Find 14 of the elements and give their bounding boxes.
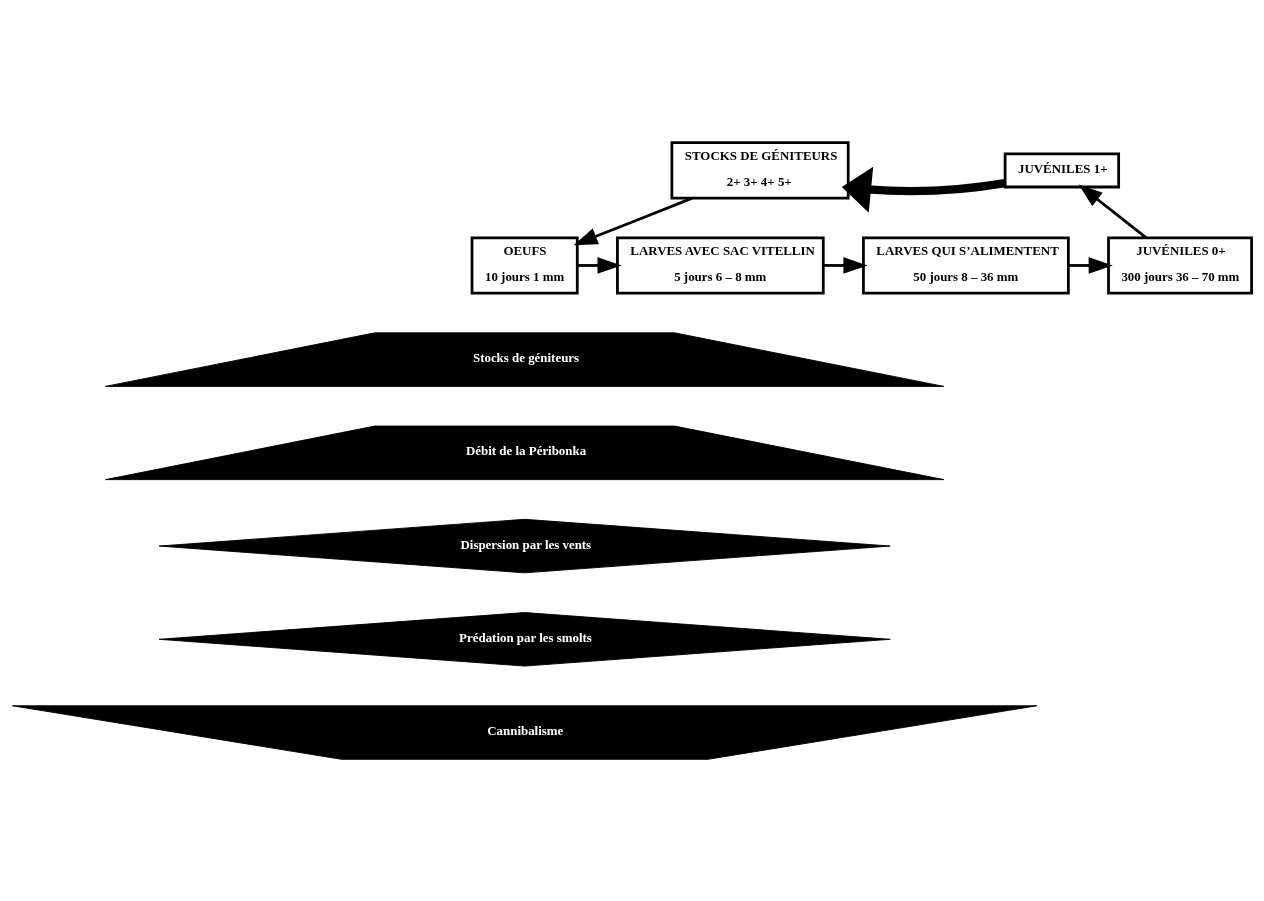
node-box: JUVÉNILES 0+ 300 jours 36 – 70 mm [1107,235,1253,295]
node-box: JUVÉNILES 1+ [1003,151,1121,188]
node-box: STOCKS DE GÉNITEURS 2+ 3+ 4+ 5+ [670,140,850,199]
node-box: LARVES QUI S’ALIMENTENT 50 jours 8 – 36 mm [862,235,1070,295]
arrow [823,256,868,274]
node-box: OEUFS 10 jours 1 mm [470,235,579,295]
node-diamond: Dispersion par les vents [158,518,891,573]
node-box: LARVES AVEC SAC VITELLIN 5 jours 6 – 8 mm [616,235,825,295]
arrow [1068,256,1113,274]
node-diamond: Prédation par les smolts [158,611,891,667]
arrow [1078,184,1147,239]
arrow [577,256,622,274]
arrow [841,166,1006,213]
arrow [573,196,693,245]
